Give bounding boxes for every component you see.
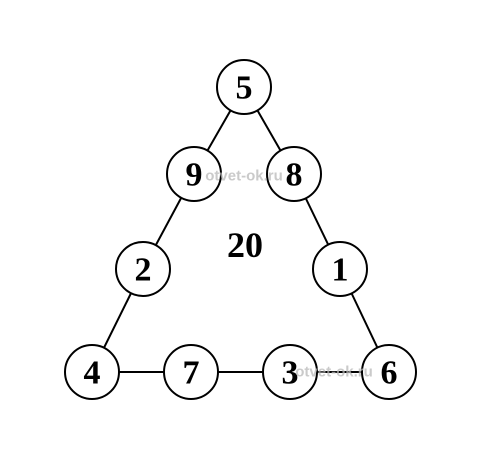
- node-circle: [163, 344, 219, 400]
- node-left-middle: 2: [115, 241, 171, 297]
- node-number: 3: [282, 355, 299, 392]
- node-circle: [361, 344, 417, 400]
- node-bottom-left: 4: [64, 344, 120, 400]
- node-circle: [266, 146, 322, 202]
- node-number: 9: [186, 157, 203, 194]
- node-right-middle: 1: [312, 241, 368, 297]
- number-circles: 5 9 8 2 1 4 7 3 6: [64, 59, 417, 400]
- node-number: 4: [84, 355, 101, 392]
- node-bottom-right: 6: [361, 344, 417, 400]
- node-circle: [64, 344, 120, 400]
- center-sum-label: 20: [227, 225, 263, 265]
- node-circle: [216, 59, 272, 115]
- node-circle: [262, 344, 318, 400]
- node-bottom-second: 7: [163, 344, 219, 400]
- node-number: 2: [135, 252, 152, 289]
- node-number: 7: [183, 355, 200, 392]
- node-circle: [312, 241, 368, 297]
- node-circle: [115, 241, 171, 297]
- node-top: 5: [216, 59, 272, 115]
- watermark-text: otvet-ok.ru: [295, 364, 373, 381]
- node-number: 6: [381, 355, 398, 392]
- node-left-upper: 9: [166, 146, 222, 202]
- node-circle: [166, 146, 222, 202]
- node-bottom-third: 3: [262, 344, 318, 400]
- node-number: 1: [332, 252, 349, 289]
- node-number: 5: [236, 70, 253, 107]
- node-right-upper: 8: [266, 146, 322, 202]
- node-number: 8: [286, 157, 303, 194]
- watermark-text: otvet-ok.ru: [205, 168, 283, 185]
